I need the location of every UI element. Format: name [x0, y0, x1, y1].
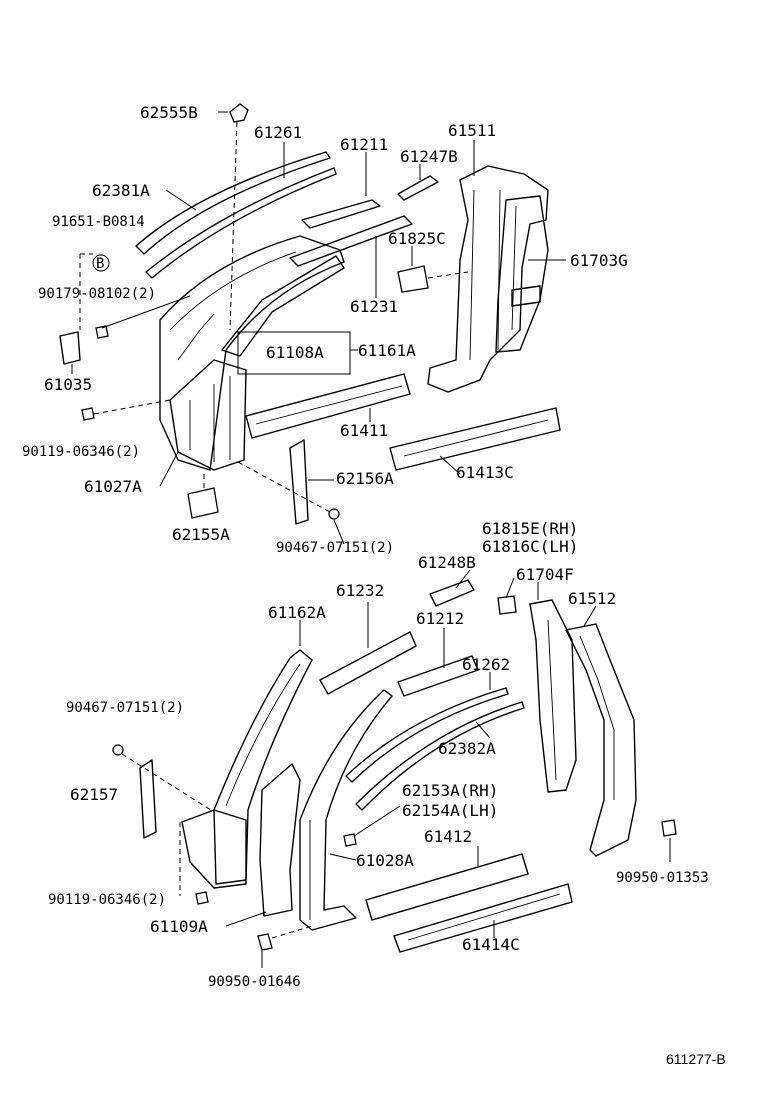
label-61815E: 61815E(RH) — [482, 519, 578, 538]
strip-61262-shape — [345, 687, 509, 783]
label-62157: 62157 — [70, 785, 118, 804]
bracket-61247B-shape — [397, 175, 439, 201]
label-90467-07151-upper: 90467-07151(2) — [276, 540, 394, 556]
sill-61413C-shape — [389, 407, 561, 471]
weatherstrip-62382A-shape — [355, 701, 525, 811]
pad-61825C-shape — [397, 265, 429, 293]
roof-side-61231-shape — [289, 215, 413, 267]
diagram-reference-code: 611277-B — [666, 1051, 726, 1067]
label-61512: 61512 — [568, 589, 616, 608]
pillar-lower-61027A-shape — [169, 359, 247, 471]
label-90950-01646: 90950-01646 — [208, 974, 301, 990]
label-62381A: 62381A — [92, 181, 150, 200]
label-61247B: 61247B — [400, 147, 458, 166]
pillar-upper-61108A-shape — [221, 255, 345, 357]
label-61413C: 61413C — [456, 463, 514, 482]
label-61703G: 61703G — [570, 251, 628, 270]
label-61108A: 61108A — [266, 343, 324, 362]
label-90179-08102: 90179-08102(2) — [38, 286, 156, 302]
panel-61704F-shape — [529, 599, 577, 793]
label-61511: 61511 — [448, 121, 496, 140]
label-61414C: 61414C — [462, 935, 520, 954]
label-61161A: 61161A — [358, 341, 416, 360]
label-61232: 61232 — [336, 581, 384, 600]
label-90467-07151-lower: 90467-07151(2) — [66, 700, 184, 716]
label-61027A: 61027A — [84, 477, 142, 496]
clip-62555B-shape — [229, 103, 249, 123]
label-61412: 61412 — [424, 827, 472, 846]
label-90119-06346-lower: 90119-06346(2) — [48, 892, 166, 908]
label-61704F: 61704F — [516, 565, 574, 584]
rocker-61412-shape — [365, 853, 529, 921]
label-90950-01353: 90950-01353 — [616, 870, 709, 886]
label-61411: 61411 — [340, 421, 388, 440]
label-62155A: 62155A — [172, 525, 230, 544]
label-91651-B0814: 91651-B0814 — [52, 214, 145, 230]
rear-pillar-61512-shape — [565, 623, 637, 857]
bracket-62157-shape — [139, 759, 157, 839]
label-62156A: 62156A — [336, 469, 394, 488]
panel-61703G-shape — [495, 195, 549, 353]
label-62382A: 62382A — [438, 739, 496, 758]
label-61816C: 61816C(LH) — [482, 537, 578, 556]
upper-assembly — [59, 103, 561, 525]
pad-61815E-shape — [497, 595, 517, 615]
label-61231: 61231 — [350, 297, 398, 316]
leader-lines — [71, 111, 671, 968]
label-62555B: 62555B — [140, 103, 198, 122]
label-61262: 61262 — [462, 655, 510, 674]
label-62153A: 62153A(RH) — [402, 781, 498, 800]
sill-61414C-shape — [393, 883, 573, 953]
label-90119-06346-upper: 90119-06346(2) — [22, 444, 140, 460]
bracket-61248B-shape — [429, 579, 475, 607]
rear-pillar-61511-shape — [427, 165, 549, 393]
label-61248B: 61248B — [418, 553, 476, 572]
weatherstrip-62381A-shape — [145, 167, 337, 279]
label-61109A: 61109A — [150, 917, 208, 936]
label-b-marker: B — [96, 256, 104, 272]
label-61028A: 61028A — [356, 851, 414, 870]
label-61212: 61212 — [416, 609, 464, 628]
label-61261: 61261 — [254, 123, 302, 142]
panel-61211-shape — [301, 199, 381, 229]
pillar-61028A-shape — [299, 689, 393, 931]
rocker-61411-shape — [245, 373, 411, 439]
pad-62155A-shape — [187, 487, 219, 519]
front-pillar-61161A-shape — [159, 235, 345, 471]
label-62154A: 62154A(LH) — [402, 801, 498, 820]
panel-61232-shape — [319, 631, 417, 695]
label-61035: 61035 — [44, 375, 92, 394]
panel-61212-shape — [397, 655, 479, 697]
roof-rail-61261-shape — [135, 151, 331, 255]
lower-assembly — [112, 579, 677, 953]
pillar-61162A-shape — [213, 649, 313, 885]
pillar-61109A-shape — [259, 763, 301, 917]
hinge-61035-shape — [59, 331, 81, 365]
part-labels: 62555B 61261 61211 61511 61247B 62381A 9… — [22, 103, 726, 1067]
label-61211: 61211 — [340, 135, 388, 154]
label-61162A: 61162A — [268, 603, 326, 622]
label-61825C: 61825C — [388, 229, 446, 248]
bracket-62156A-shape — [289, 439, 309, 525]
